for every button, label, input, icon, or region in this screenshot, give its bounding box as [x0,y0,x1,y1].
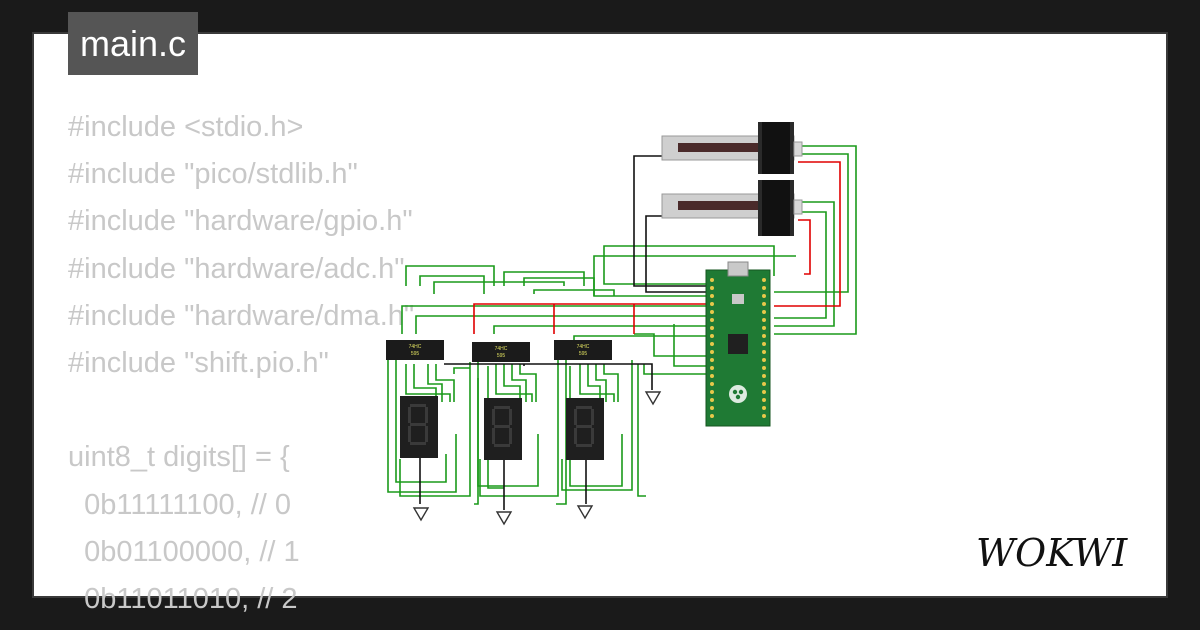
code-line: 0b11111100, // 0 [68,488,292,521]
circuit-diagram: 74HC 595 74HC 595 74HC 595 [386,122,857,526]
chip-label-top: 74HC [409,344,422,350]
file-tab-label: main.c [80,23,187,64]
slide-potentiometer-2 [661,180,803,236]
code-line: #include "pico/stdlib.h" [68,158,358,191]
code-line: uint8_t digits[] = { [68,441,290,474]
shift-register-1: 74HC 595 [386,340,444,360]
code-listing: #include <stdio.h> #include "pico/stdlib.… [68,104,414,623]
wokwi-logo: WOKWI [976,531,1128,575]
code-line: #include <stdio.h> [68,111,304,143]
chip-label-bottom: 595 [411,351,420,357]
chip-label-bottom: 595 [497,353,506,359]
preview-card: #include <stdio.h> #include "pico/stdlib.… [34,34,1166,615]
code-line: #include "hardware/adc.h" [68,252,405,285]
shift-register-3: 74HC 595 [554,340,612,360]
seven-segment-display-3 [566,398,604,460]
code-line: 0b01100000, // 1 [68,535,300,568]
code-line: 0b11011010, // 2 [68,583,298,616]
code-line: #include "hardware/gpio.h" [68,205,413,238]
code-line: #include "hardware/dma.h" [68,299,415,332]
black-wires [419,155,714,510]
logo-text: WOKWI [976,531,1128,575]
chip-label-top: 74HC [577,344,590,350]
slide-potentiometer-1 [661,122,803,174]
seven-segment-display-2 [484,398,522,460]
chip-label-top: 74HC [495,346,508,352]
ground-symbols [412,391,662,526]
shift-register-2: 74HC 595 [472,342,530,362]
file-tab-main-c[interactable]: main.c [68,12,199,75]
code-line: #include "shift.pio.h" [68,347,329,380]
green-wires [387,145,857,505]
pico-board [705,261,771,427]
seven-segment-display-1 [400,396,438,458]
red-wires [473,161,841,334]
chip-label-bottom: 595 [579,351,588,357]
